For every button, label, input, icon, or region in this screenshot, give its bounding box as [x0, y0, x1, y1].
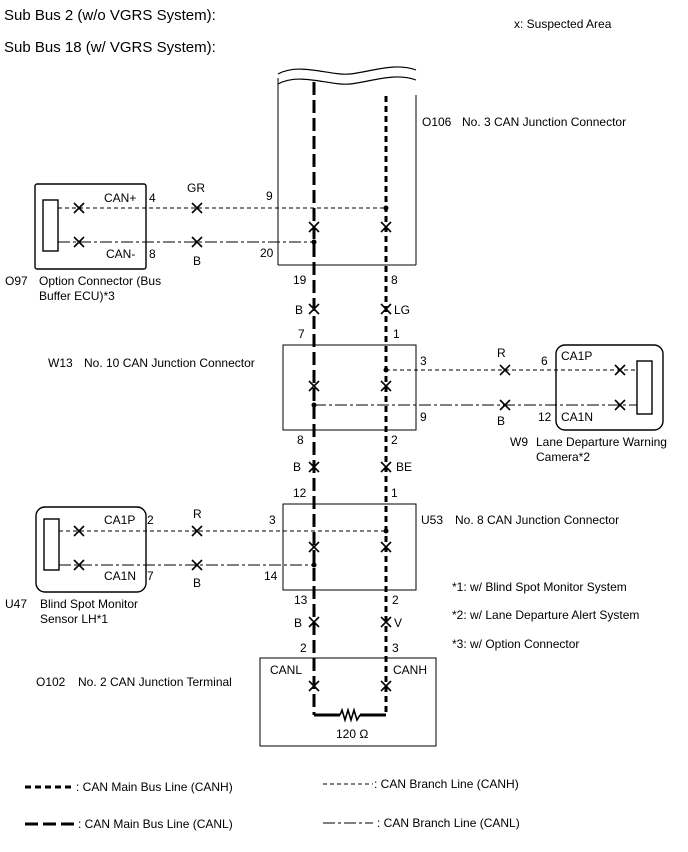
o97-name-line1: Option Connector (Bus: [39, 274, 161, 288]
w13-pin-7: 7: [298, 327, 305, 341]
wire-color-o106-w13-canl: B: [295, 303, 303, 317]
u53-name: No. 8 CAN Junction Connector: [455, 513, 619, 527]
u53-code: U53: [421, 513, 443, 527]
w9-camera-box: [555, 344, 664, 431]
o106-name: No. 3 CAN Junction Connector: [462, 115, 626, 129]
o106-connector-box: [277, 66, 417, 266]
o106-pin-9: 9: [266, 189, 273, 203]
legend-branch-canl: : CAN Branch Line (CANL): [377, 816, 520, 830]
note-3: *3: w/ Option Connector: [452, 637, 579, 651]
legend-main-canh: : CAN Main Bus Line (CANH): [76, 780, 233, 794]
o102-pin-2: 2: [300, 641, 307, 655]
u47-pin-ca1n: CA1N: [104, 569, 136, 583]
resistor-icon: [339, 707, 361, 723]
u53-pin-1: 1: [391, 486, 398, 500]
o102-pin-canh: CANH: [393, 663, 427, 677]
wire-color-u53-o102-canh: V: [394, 616, 402, 630]
wire-color-u53-o102-canl: B: [294, 616, 302, 630]
legend-branch-canh: : CAN Branch Line (CANH): [374, 777, 519, 791]
w13-connector-box: [282, 344, 417, 431]
w13-pin-8: 8: [297, 433, 304, 447]
wire-color-o97-canl: B: [193, 254, 201, 268]
title-line-2: Sub Bus 18 (w/ VGRS System):: [4, 39, 216, 56]
u53-connector-box: [282, 503, 417, 591]
resistor-value: 120 Ω: [336, 727, 368, 741]
note-2: *2: w/ Lane Departure Alert System: [452, 608, 639, 622]
u53-pin-2: 2: [392, 593, 399, 607]
legend-main-canl: : CAN Main Bus Line (CANL): [78, 817, 233, 831]
o102-pin-3: 3: [392, 641, 399, 655]
o97-name-line2: Buffer ECU)*3: [39, 289, 115, 303]
o102-code: O102: [36, 675, 66, 689]
u53-pin-12: 12: [293, 486, 307, 500]
u47-sensor-box: [35, 506, 147, 593]
title-line-1: Sub Bus 2 (w/o VGRS System):: [4, 7, 216, 24]
w13-name: No. 10 CAN Junction Connector: [84, 356, 255, 370]
u47-code: U47: [5, 597, 27, 611]
u47-pin-7: 7: [147, 569, 154, 583]
o97-ecu-box: [34, 183, 147, 270]
w13-pin-2: 2: [391, 433, 398, 447]
u53-pin-14: 14: [264, 569, 278, 583]
o106-pin-20: 20: [260, 246, 274, 260]
wire-color-w13-u53-canh: BE: [396, 460, 412, 474]
u47-name-line1: Blind Spot Monitor: [40, 597, 138, 611]
suspected-area-note: x: Suspected Area: [514, 17, 612, 31]
u47-pin-2: 2: [147, 513, 154, 527]
w13-pin-9: 9: [420, 410, 427, 424]
wire-color-w13-w9-canl: B: [497, 414, 505, 428]
note-1: *1: w/ Blind Spot Monitor System: [452, 580, 627, 594]
w9-pin-12: 12: [538, 410, 552, 424]
w9-pin-ca1p: CA1P: [561, 349, 592, 363]
w13-pin-1: 1: [393, 327, 400, 341]
w9-code: W9: [510, 435, 528, 449]
o102-terminal-box: [259, 657, 437, 747]
o102-name: No. 2 CAN Junction Terminal: [78, 675, 232, 689]
w9-name-line1: Lane Departure Warning: [536, 435, 667, 449]
u47-name-line2: Sensor LH*1: [40, 612, 108, 626]
o106-pin-19: 19: [293, 273, 307, 287]
u47-sensor-module: [43, 518, 60, 571]
wire-color-u53-u47-canl: B: [193, 576, 201, 590]
u53-pin-3: 3: [269, 513, 276, 527]
wire-color-w13-u53-canl: B: [293, 460, 301, 474]
o97-pin-8: 8: [149, 247, 156, 261]
o97-pin-can-plus: CAN+: [104, 191, 136, 205]
o97-pin-can-minus: CAN-: [106, 247, 135, 261]
u47-pin-ca1p: CA1P: [104, 513, 135, 527]
w9-pin-ca1n: CA1N: [561, 410, 593, 424]
w9-name-line2: Camera*2: [536, 450, 590, 464]
o102-pin-canl: CANL: [270, 663, 302, 677]
wire-color-u53-u47-canh: R: [193, 507, 202, 521]
wire-color-o97-canh: GR: [187, 181, 205, 195]
o97-code: O97: [5, 274, 28, 288]
o97-pin-4: 4: [149, 191, 156, 205]
o106-pin-8: 8: [391, 273, 398, 287]
o106-code: O106: [422, 115, 452, 129]
w9-pin-6: 6: [541, 354, 548, 368]
w13-pin-3: 3: [420, 354, 427, 368]
junction-dots: [311, 205, 389, 568]
w13-code: W13: [48, 356, 73, 370]
o97-ecu-module: [42, 199, 59, 252]
wire-color-o106-w13-canh: LG: [394, 303, 410, 317]
w9-camera-module: [636, 360, 653, 415]
wire-color-w13-w9-canh: R: [497, 346, 506, 360]
u53-pin-13: 13: [294, 593, 308, 607]
